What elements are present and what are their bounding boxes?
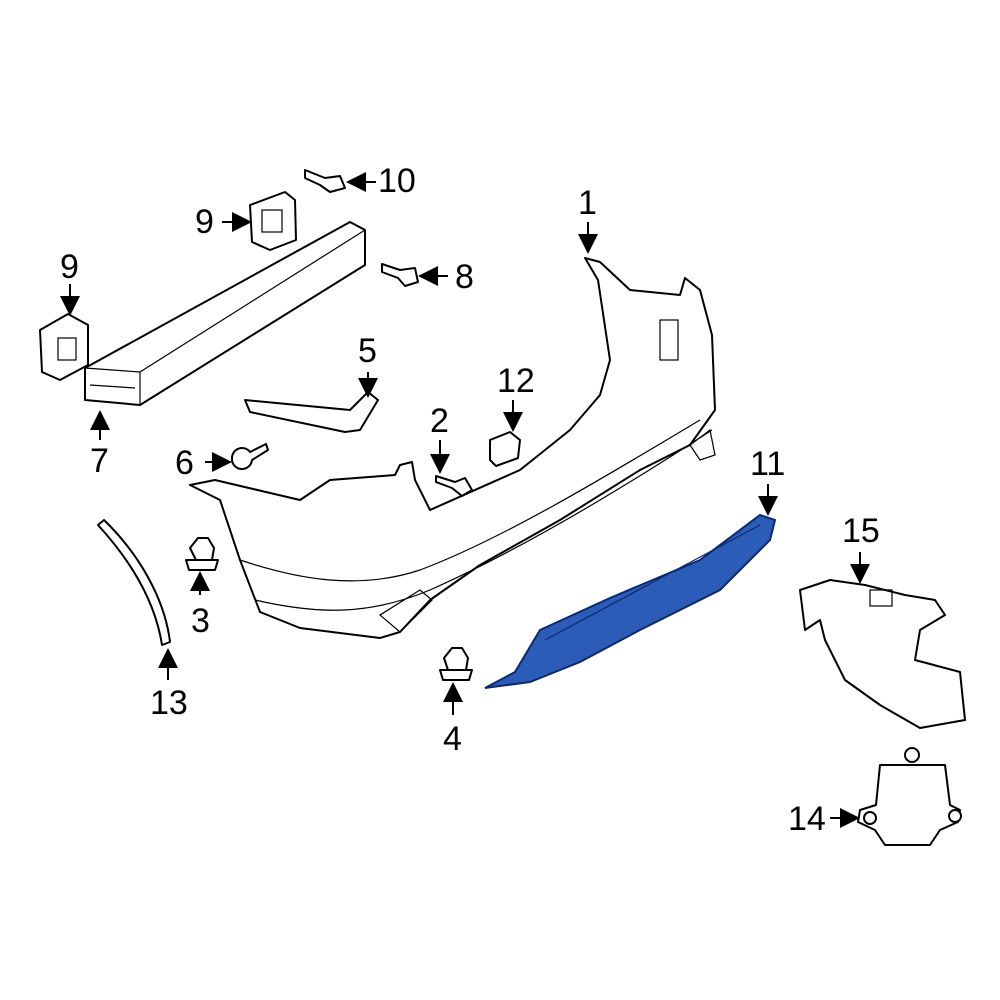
wheel-molding-13[interactable] xyxy=(97,519,171,646)
bolt-10[interactable] xyxy=(304,169,346,193)
retainer-12[interactable] xyxy=(489,431,521,467)
callout-9-upper: 9 xyxy=(195,203,214,241)
screw-6[interactable] xyxy=(230,443,269,470)
callout-6: 6 xyxy=(175,444,194,482)
bumper-reinforcement[interactable] xyxy=(84,221,366,406)
bracket-upper[interactable] xyxy=(249,191,297,251)
radar-module-14[interactable] xyxy=(857,747,962,846)
bumper-cover[interactable] xyxy=(189,257,716,639)
callout-4: 4 xyxy=(443,720,462,758)
clip-3[interactable] xyxy=(185,537,219,571)
callout-7: 7 xyxy=(90,442,109,480)
callout-3: 3 xyxy=(191,602,210,640)
bolt-8[interactable] xyxy=(381,263,419,287)
callout-15: 15 xyxy=(842,512,880,550)
callout-9-left: 9 xyxy=(60,248,79,286)
air-deflector-15[interactable] xyxy=(799,579,966,729)
callout-8: 8 xyxy=(455,258,474,296)
callout-1: 1 xyxy=(578,184,597,222)
callout-13: 13 xyxy=(150,684,188,722)
callout-11: 11 xyxy=(750,445,785,483)
callout-5: 5 xyxy=(358,332,377,370)
lower-valance-11[interactable] xyxy=(484,513,777,689)
callout-12: 12 xyxy=(497,362,535,400)
callout-10: 10 xyxy=(378,162,416,200)
bracket-left[interactable] xyxy=(39,313,89,381)
side-bracket-5[interactable] xyxy=(244,391,379,433)
bolt-2[interactable] xyxy=(435,475,473,497)
callout-14: 14 xyxy=(788,800,826,838)
clip-4[interactable] xyxy=(439,647,473,681)
callout-2: 2 xyxy=(430,402,449,440)
leader-arrows xyxy=(60,172,870,828)
